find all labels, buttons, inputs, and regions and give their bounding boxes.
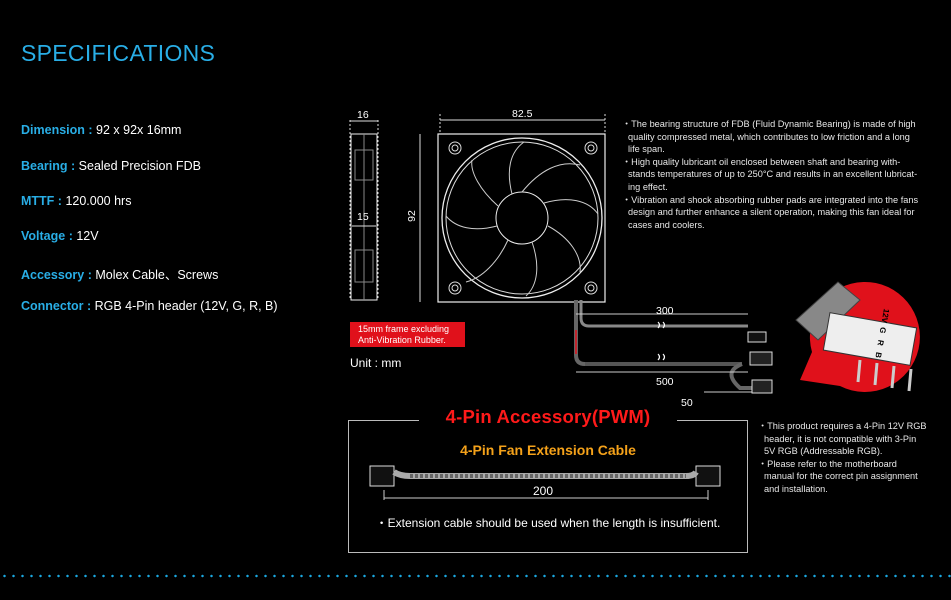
bearing-notes: ・The bearing structure of FDB (Fluid Dyn… — [622, 118, 942, 231]
dim-side-thickness: 16 — [357, 109, 369, 121]
spec-value: 120.000 hrs — [65, 194, 132, 208]
note-line: ing effect. — [628, 181, 668, 192]
accessory-title: 4-Pin Accessory(PWM) — [419, 406, 677, 428]
spec-mttf: MTTF : 120.000 hrs — [21, 194, 131, 208]
note-line: and installation. — [764, 483, 828, 494]
dim-frame-height: 92 — [405, 210, 418, 222]
spec-label: Voltage : — [21, 229, 77, 243]
spec-accessory: Accessory : Molex Cable、Screws — [21, 264, 218, 283]
note-line: stands temperatures of up to 250°C and r… — [628, 169, 918, 180]
extension-cable-drawing — [369, 465, 721, 500]
unit-label: Unit : mm — [350, 356, 402, 370]
dotted-divider — [0, 574, 951, 578]
spec-value: 12V — [76, 229, 99, 243]
note-line: quality compressed metal, which contribu… — [628, 131, 910, 142]
note-line: ・The bearing structure of FDB (Fluid Dyn… — [622, 119, 916, 129]
fan-side-view — [349, 120, 379, 301]
spec-value: Molex Cable、Screws — [95, 268, 219, 282]
spec-connector: Connector : RGB 4-Pin header (12V, G, R,… — [21, 299, 278, 313]
note-line: ・High quality lubricant oil enclosed bet… — [622, 156, 901, 167]
dim-cable-500: 500 — [656, 376, 674, 388]
spec-label: Dimension : — [21, 123, 97, 137]
note-line: manual for the correct pin assignment — [764, 471, 918, 482]
spec-bearing: Bearing : Sealed Precision FDB — [21, 159, 201, 173]
fan-front-view — [419, 114, 606, 303]
dim-hole-spacing: 82.5 — [512, 108, 533, 120]
spec-label: Accessory : — [21, 268, 96, 282]
extension-cable-title: 4-Pin Fan Extension Cable — [460, 442, 636, 458]
frame-note-line: 15mm frame excluding — [358, 324, 450, 334]
pin-label: R — [875, 339, 886, 347]
note-line: design and further enhance a silent oper… — [628, 207, 915, 218]
pin-label: B — [873, 351, 884, 359]
dim-frame-thickness: 15 — [357, 211, 369, 223]
spec-value: RGB 4-Pin header (12V, G, R, B) — [94, 299, 278, 313]
note-line: ・Please refer to the motherboard — [758, 458, 897, 469]
rgb-notes: ・This product requires a 4-Pin 12V RGB h… — [758, 420, 948, 496]
note-line: 5V RGB (Addressable RGB). — [764, 446, 883, 457]
pin-label: G — [877, 326, 888, 335]
spec-label: Bearing : — [21, 159, 79, 173]
note-line: ・This product requires a 4-Pin 12V RGB — [758, 421, 927, 431]
spec-label: MTTF : — [21, 194, 66, 208]
spec-voltage: Voltage : 12V — [21, 229, 99, 243]
dim-cable-300: 300 — [656, 305, 674, 317]
note-line: ・Vibration and shock absorbing rubber pa… — [622, 194, 919, 205]
fan-cables — [574, 300, 773, 394]
dim-extension-length: 200 — [533, 484, 554, 498]
page-title: SPECIFICATIONS — [21, 40, 216, 66]
frame-note-line: Anti-Vibration Rubber. — [358, 335, 446, 345]
spec-value: Sealed Precision FDB — [78, 159, 201, 173]
spec-dimension: Dimension : 92 x 92x 16mm — [21, 123, 181, 137]
spec-label: Connector : — [21, 299, 95, 313]
spec-value: 92 x 92x 16mm — [96, 123, 182, 137]
dim-cable-50: 50 — [681, 397, 693, 409]
note-line: life span. — [628, 144, 665, 155]
note-line: header, it is not compatible with 3-Pin — [764, 433, 917, 444]
connector-callout — [795, 281, 920, 392]
extension-cable-note: ・Extension cable should be used when the… — [375, 516, 721, 530]
frame-note-badge: 15mm frame excluding Anti-Vibration Rubb… — [350, 322, 465, 347]
note-line: cases and coolers. — [628, 219, 705, 230]
